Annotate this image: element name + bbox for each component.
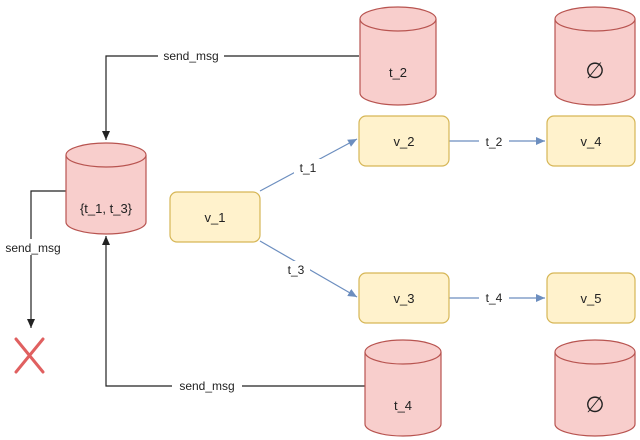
node-v5-label: v_5	[581, 291, 602, 306]
node-v1: v_1	[169, 191, 261, 243]
node-v2: v_2	[358, 115, 450, 167]
edge-send-bottom	[102, 236, 365, 387]
edge-send-top	[102, 55, 359, 140]
database-empty-top-label: ∅	[585, 58, 604, 83]
node-v5: v_5	[546, 272, 636, 324]
database-t4: t_4	[364, 339, 442, 437]
edge-v2-v4-label-bg	[479, 134, 509, 149]
database-t2-label: t_2	[389, 65, 407, 80]
database-empty-top: ∅	[554, 6, 636, 106]
node-v4-label: v_4	[581, 134, 602, 149]
edge-send-left-label: send_msg	[5, 241, 60, 255]
edge-v3-v5-label: t_4	[486, 291, 503, 305]
node-v3-label: v_3	[394, 291, 415, 306]
edge-v3-v5-label-bg	[479, 290, 509, 305]
edge-v1-v3-label-bg	[282, 261, 310, 277]
database-empty-bottom-label: ∅	[585, 392, 604, 417]
edge-v1-v2-label: t_1	[300, 161, 317, 175]
node-v4: v_4	[546, 115, 636, 167]
node-v3: v_3	[358, 272, 450, 324]
cross-icon	[14, 337, 45, 374]
edge-send-top-label-bg	[158, 47, 224, 63]
database-empty-bottom: ∅	[554, 339, 636, 437]
edge-send-top-label: send_msg	[163, 49, 218, 63]
database-t4-label: t_4	[394, 398, 412, 413]
edge-send-left-label-bg	[0, 239, 66, 255]
edge-v2-v4-label: t_2	[486, 135, 503, 149]
edge-send-left	[27, 190, 66, 328]
database-central: {t_1, t_3}	[65, 142, 147, 235]
edge-v1-v3-label: t_3	[288, 263, 305, 277]
edge-send-bottom-label-bg	[172, 377, 242, 393]
node-v1-label: v_1	[205, 210, 226, 225]
database-central-label: {t_1, t_3}	[80, 201, 133, 216]
database-t2: t_2	[359, 6, 437, 106]
node-v2-label: v_2	[394, 134, 415, 149]
edge-v1-v2-label-bg	[294, 159, 322, 175]
edge-send-bottom-label: send_msg	[179, 379, 234, 393]
